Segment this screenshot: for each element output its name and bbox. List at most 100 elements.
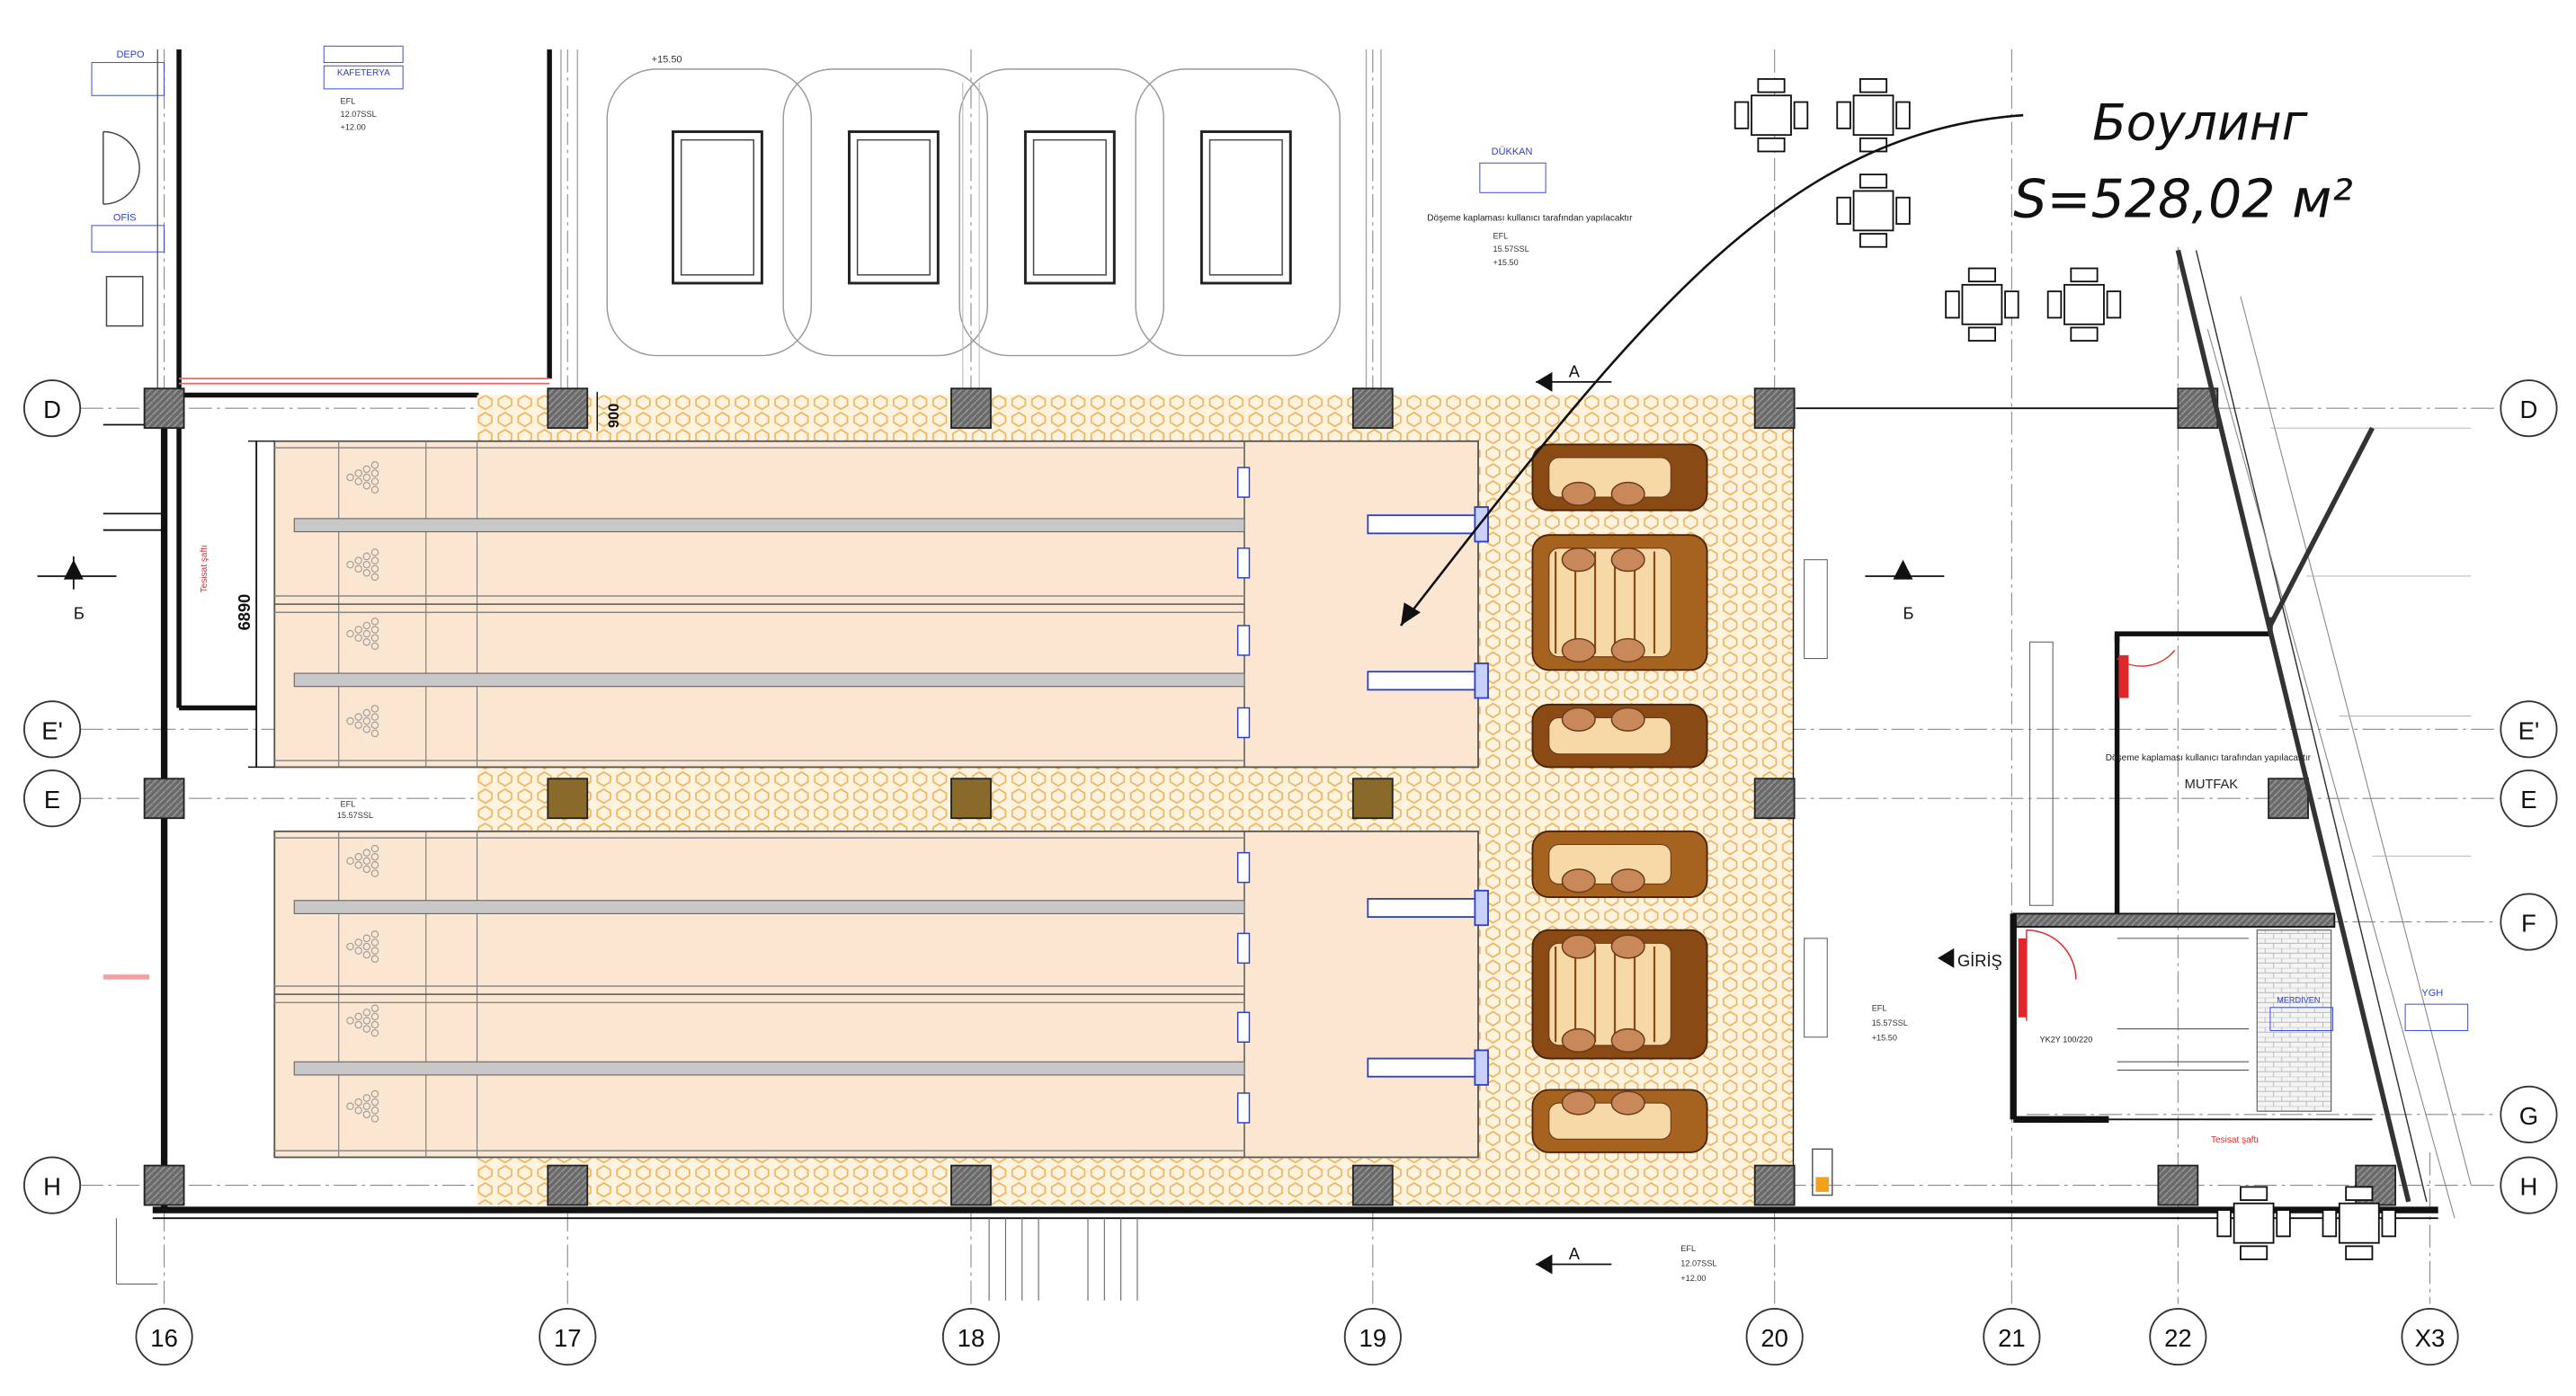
level-bottom-1: 12.07SSL bbox=[1680, 1258, 1716, 1267]
chair bbox=[2240, 1245, 2268, 1260]
cafe-table bbox=[1852, 190, 1894, 232]
grid-label: X3 bbox=[2415, 1324, 2446, 1352]
grid-col-17: 17 bbox=[539, 1308, 597, 1366]
section-marks: A A Б Б bbox=[37, 361, 1945, 1275]
chair bbox=[2046, 290, 2063, 319]
pin-deck bbox=[346, 1089, 379, 1123]
grid-label: E' bbox=[41, 716, 63, 744]
grid-col-20: 20 bbox=[1745, 1308, 1804, 1366]
sofa-seat bbox=[1548, 942, 1671, 1046]
grid-label: H bbox=[43, 1173, 61, 1201]
grid-row-H-left: H bbox=[23, 1156, 82, 1214]
pin bbox=[370, 869, 379, 877]
round-table bbox=[1610, 637, 1645, 662]
cafe-table bbox=[2233, 1202, 2275, 1244]
pin bbox=[362, 716, 371, 725]
pin bbox=[362, 1110, 371, 1119]
grid-label: 16 bbox=[150, 1324, 178, 1352]
chair bbox=[1757, 77, 1786, 93]
chair bbox=[1895, 101, 1911, 129]
grid-label: E' bbox=[2518, 716, 2540, 744]
chair bbox=[1945, 290, 1960, 319]
grid-label: G bbox=[2519, 1102, 2538, 1130]
bottom-stairs bbox=[115, 1218, 1138, 1301]
room-labels: MUTFAK Döşeme kaplaması kullanıcı tarafı… bbox=[103, 147, 2469, 1283]
cafe-label: KAFETERYA bbox=[337, 68, 390, 78]
pin-deck bbox=[346, 461, 379, 494]
grid-label: H bbox=[2520, 1173, 2538, 1201]
chair bbox=[2381, 1209, 2397, 1238]
dimension-6890: 6890 bbox=[235, 440, 275, 769]
pin bbox=[370, 1089, 379, 1098]
grid-label: E bbox=[44, 786, 60, 814]
pin-deck bbox=[346, 1004, 379, 1037]
pin bbox=[354, 1098, 362, 1107]
pin bbox=[354, 713, 362, 721]
lane-block-lower bbox=[273, 830, 1479, 1159]
grid-row-E-left: E bbox=[23, 769, 82, 828]
right-wing bbox=[1804, 559, 2373, 1196]
cafe-tables bbox=[1734, 77, 2397, 1260]
grid-col-18: 18 bbox=[941, 1308, 1001, 1366]
chair bbox=[2240, 1186, 2268, 1201]
kitchen-label: MUTFAK bbox=[2185, 778, 2239, 792]
pin bbox=[370, 721, 379, 729]
round-table bbox=[1610, 1027, 1645, 1053]
pin bbox=[346, 1102, 354, 1110]
section-a-bottom: A bbox=[1569, 1244, 1581, 1263]
pin bbox=[370, 477, 379, 485]
pin bbox=[354, 469, 362, 477]
billiard-table bbox=[672, 130, 1292, 285]
grid-label: 20 bbox=[1760, 1324, 1788, 1352]
floor-finish-note-kitchen: Döşeme kaplaması kullanıcı tarafından ya… bbox=[2106, 753, 2312, 763]
pin bbox=[362, 725, 371, 734]
grid-col-16: 16 bbox=[135, 1308, 193, 1366]
pin bbox=[370, 930, 379, 938]
dimension-lane-width: 6890 bbox=[235, 594, 254, 631]
chair bbox=[1858, 137, 1888, 153]
pin bbox=[354, 861, 362, 869]
grid-col-21: 21 bbox=[1983, 1308, 2041, 1366]
pin bbox=[370, 853, 379, 861]
chair bbox=[2345, 1186, 2374, 1201]
pin-deck bbox=[346, 705, 379, 738]
pin bbox=[362, 465, 371, 474]
sofa-set bbox=[1531, 929, 1708, 1060]
pin bbox=[362, 1009, 371, 1017]
pin bbox=[362, 934, 371, 943]
grid-label: E bbox=[2520, 786, 2536, 814]
level-label-a2: +12.00 bbox=[341, 123, 366, 132]
pin bbox=[354, 1107, 362, 1115]
sofa-seat bbox=[1548, 547, 1671, 658]
scoring-consoles bbox=[1367, 506, 1489, 1086]
left-rooms: DEPO OFİS KAFETERYA EFL 12.07SSL +12.00 bbox=[91, 45, 552, 389]
pin bbox=[370, 729, 379, 738]
depot-label: DEPO bbox=[116, 49, 144, 60]
pin bbox=[370, 618, 379, 626]
lounge-seating bbox=[1531, 443, 1708, 1153]
grid-row-E-right: E bbox=[2500, 769, 2558, 828]
pin bbox=[370, 1115, 379, 1123]
pin bbox=[370, 1004, 379, 1012]
pin bbox=[370, 844, 379, 853]
diagonal-facade bbox=[2175, 249, 2472, 1219]
pin bbox=[346, 629, 354, 638]
pin bbox=[370, 713, 379, 721]
chair bbox=[1757, 137, 1786, 153]
pin-decks bbox=[346, 461, 379, 1123]
callout-title: Боулинг bbox=[2092, 94, 2309, 152]
grid-row-E-prime-left: E' bbox=[23, 700, 82, 759]
pin bbox=[362, 552, 371, 561]
round-table bbox=[1610, 1090, 1645, 1116]
pin bbox=[362, 708, 371, 717]
level-label-a: 12.07SSL bbox=[341, 110, 377, 119]
grid-row-G-right: G bbox=[2500, 1085, 2558, 1143]
chair bbox=[2345, 1245, 2374, 1260]
pin bbox=[346, 560, 354, 569]
round-table bbox=[1610, 481, 1645, 506]
chair bbox=[1858, 77, 1888, 93]
grid-label: 22 bbox=[2164, 1324, 2192, 1352]
pin bbox=[354, 1020, 362, 1029]
level-top-label: +15.50 bbox=[652, 55, 682, 66]
round-table bbox=[1610, 934, 1645, 959]
